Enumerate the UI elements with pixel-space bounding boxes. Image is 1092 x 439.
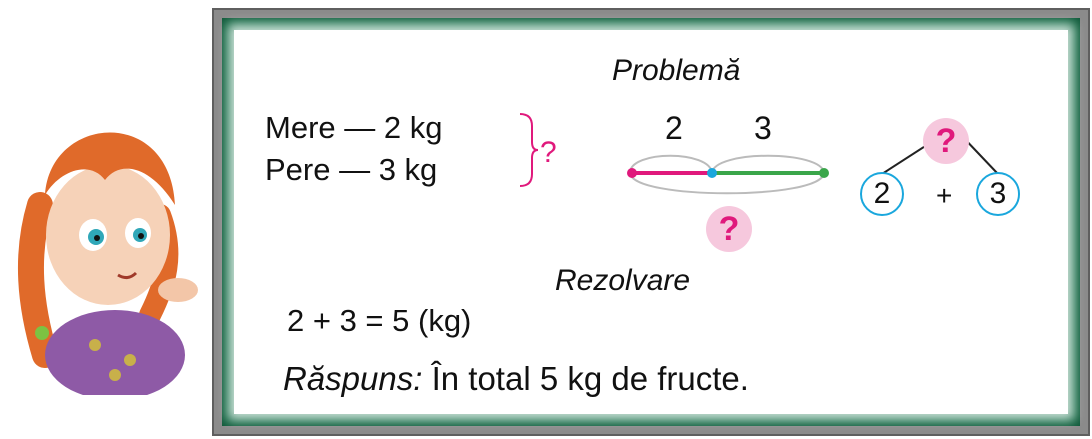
calculation: 2 + 3 = 5 (kg) [287,303,471,339]
segment-bottom-arc [630,173,824,193]
segment-top-arc-first [630,156,712,173]
segment-top-arc-second [712,156,824,173]
curly-brace-icon [518,112,540,188]
tree-question-badge: ? [923,118,969,164]
given-question-mark: ? [540,136,557,170]
segment-middle-point [707,168,717,178]
tree-right-number: 3 [976,172,1020,216]
segment-start-point [627,168,637,178]
answer-label: Răspuns: [283,360,422,397]
tree-plus-sign: + [936,180,952,212]
tree-left-number: 2 [860,172,904,216]
segment-question-badge: ? [706,206,752,252]
answer-line: Răspuns: În total 5 kg de fructe. [283,360,749,398]
given-line-pears: Pere — 3 kg [265,152,437,188]
segment-end-point [819,168,829,178]
solution-title: Rezolvare [555,264,690,298]
problem-title: Problemă [612,54,740,88]
girl-illustration [0,85,220,395]
answer-text: În total 5 kg de fructe. [432,360,749,397]
segment-diagram [620,140,840,210]
given-line-apples: Mere — 2 kg [265,110,442,146]
